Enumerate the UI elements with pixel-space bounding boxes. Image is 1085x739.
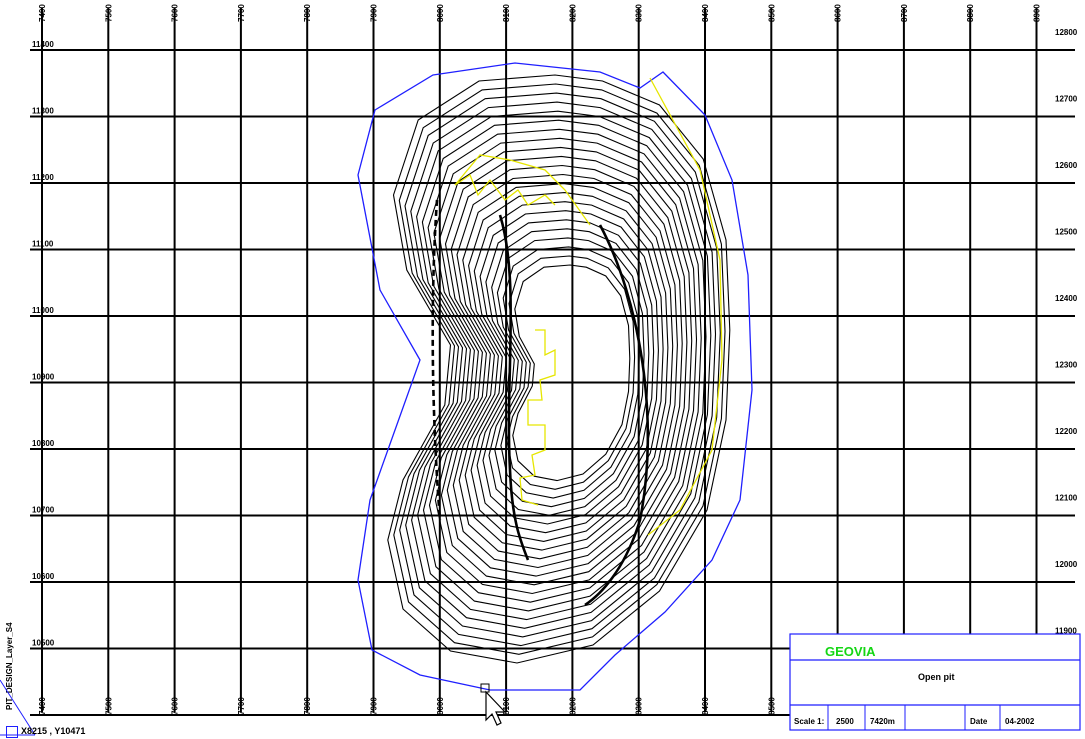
grid-label-left: 11100 — [32, 240, 54, 249]
date-label: Date — [970, 717, 988, 726]
grid-label-right: 12800 — [1055, 28, 1078, 37]
grid-label-bottom: 7500 — [104, 697, 113, 715]
pit-contour-line — [476, 210, 659, 534]
grid-label-right: 12600 — [1055, 161, 1078, 170]
grid-label-top: 8900 — [1033, 4, 1042, 22]
drawing-title: Open pit — [918, 672, 955, 682]
grid-label-left: 11400 — [32, 40, 54, 49]
pit-contour-line — [452, 173, 678, 569]
pit-bench-dark — [431, 199, 442, 521]
grid-label-right: 12500 — [1055, 228, 1078, 237]
pit-inner-dark-contours — [431, 199, 650, 607]
haul-ramp — [454, 77, 723, 536]
pit-contours — [387, 74, 731, 664]
pit-contour-line — [428, 137, 698, 603]
grid-label-top: 7600 — [171, 4, 180, 22]
grid-label-right: 12000 — [1055, 560, 1078, 569]
grid-label-bottom: 7800 — [303, 697, 312, 715]
grid-label-left: 10800 — [32, 439, 55, 448]
grid-label-top: 8200 — [568, 4, 577, 22]
grid-lines — [30, 8, 1075, 716]
grid-label-top: 7400 — [38, 4, 47, 22]
layer-vertical-label: PIT_DESIGN_Layer_S4 — [5, 622, 14, 710]
pit-contour-line — [446, 164, 683, 577]
pit-contour-line — [500, 246, 640, 499]
company-logo-text: GEOVIA — [825, 644, 876, 659]
grid-label-right: 12200 — [1055, 427, 1078, 436]
pit-contour-line — [440, 155, 688, 586]
grid-label-top: 8600 — [834, 4, 843, 22]
grid-labels-top: 7400 7500 7600 7700 7800 7900 8000 8100 8200 8300… — [38, 4, 1042, 22]
grid-label-left: 10900 — [32, 373, 55, 382]
date-value: 04-2002 — [1005, 717, 1035, 726]
pit-contour-line — [387, 74, 731, 664]
grid-label-bottom: 8500 — [767, 697, 776, 715]
grid-label-left: 11000 — [32, 306, 54, 315]
grid-label-top: 8000 — [436, 4, 445, 22]
cursor-pickbox — [480, 683, 490, 693]
grid-label-right: 12700 — [1055, 95, 1078, 104]
pit-contour-line — [470, 201, 664, 542]
pit-contour-line — [393, 83, 726, 655]
grid-label-top: 7500 — [104, 4, 113, 22]
grid-label-bottom: 7600 — [171, 697, 180, 715]
status-bar: X8215 , Y10471 — [0, 724, 300, 739]
grid-label-bottom: 8400 — [701, 697, 710, 715]
title-block[interactable]: GEOVIA Open pit Scale 1: 2500 7420m Date… — [789, 633, 1081, 731]
grid-labels-right: 12800 12700 12600 12500 12400 12300 12200 12100… — [1055, 28, 1078, 702]
pit-contour-line — [417, 119, 707, 621]
pit-contour-line — [464, 192, 669, 551]
ucs-icon — [6, 726, 18, 738]
pit-contour-line — [458, 183, 674, 560]
grid-label-top: 8700 — [900, 4, 909, 22]
pit-contour-line — [422, 128, 702, 612]
grid-label-left: 10500 — [32, 639, 55, 648]
pit-contour-line — [411, 110, 712, 629]
grid-labels-left: 11400 11300 11200 11100 11000 10900 10800 10700… — [32, 40, 55, 648]
pit-bench-dark — [498, 214, 530, 561]
grid-label-left: 11300 — [32, 107, 54, 116]
grid-label-top: 8500 — [767, 4, 776, 22]
grid-label-bottom: 8300 — [635, 697, 644, 715]
grid-label-left: 10600 — [32, 572, 55, 581]
grid-label-top: 8800 — [966, 4, 975, 22]
grid-label-top: 8400 — [701, 4, 710, 22]
grid-label-bottom: 8000 — [436, 697, 445, 715]
mouse-cursor-icon — [485, 690, 507, 726]
pit-contour-line — [399, 92, 721, 647]
grid-label-right: 11900 — [1055, 627, 1077, 636]
grid-label-top: 7700 — [237, 4, 246, 22]
grid-label-right: 12300 — [1055, 361, 1078, 370]
grid-label-bottom: 7900 — [370, 697, 379, 715]
grid-label-top: 8300 — [635, 4, 644, 22]
grid-label-left: 10700 — [32, 506, 55, 515]
scale-value: 2500 — [836, 717, 854, 726]
pit-contour-line — [482, 219, 655, 525]
pit-contour-line — [434, 146, 693, 595]
grid-label-bottom: 8100 — [502, 697, 511, 715]
pit-contour-line — [506, 255, 636, 490]
pit-contour-line — [488, 228, 650, 516]
grid-label-bottom: 8200 — [568, 697, 577, 715]
coordinate-readout: X8215 , Y10471 — [21, 726, 86, 736]
grid-label-top: 8100 — [502, 4, 511, 22]
grid-label-top: 7900 — [370, 4, 379, 22]
pit-contour-line — [512, 264, 631, 482]
grid-label-bottom: 7700 — [237, 697, 246, 715]
grid-label-bottom: 7400 — [38, 697, 47, 715]
pit-bench-dark — [584, 224, 650, 607]
grid-label-right: 12400 — [1055, 294, 1078, 303]
sheet-value: 7420m — [870, 717, 895, 726]
pit-outline — [357, 62, 753, 691]
grid-label-left: 11200 — [32, 173, 54, 182]
pit-contour-line — [405, 101, 717, 638]
grid-label-top: 7800 — [303, 4, 312, 22]
grid-label-right: 12100 — [1055, 494, 1078, 503]
scale-label: Scale 1: — [794, 717, 824, 726]
